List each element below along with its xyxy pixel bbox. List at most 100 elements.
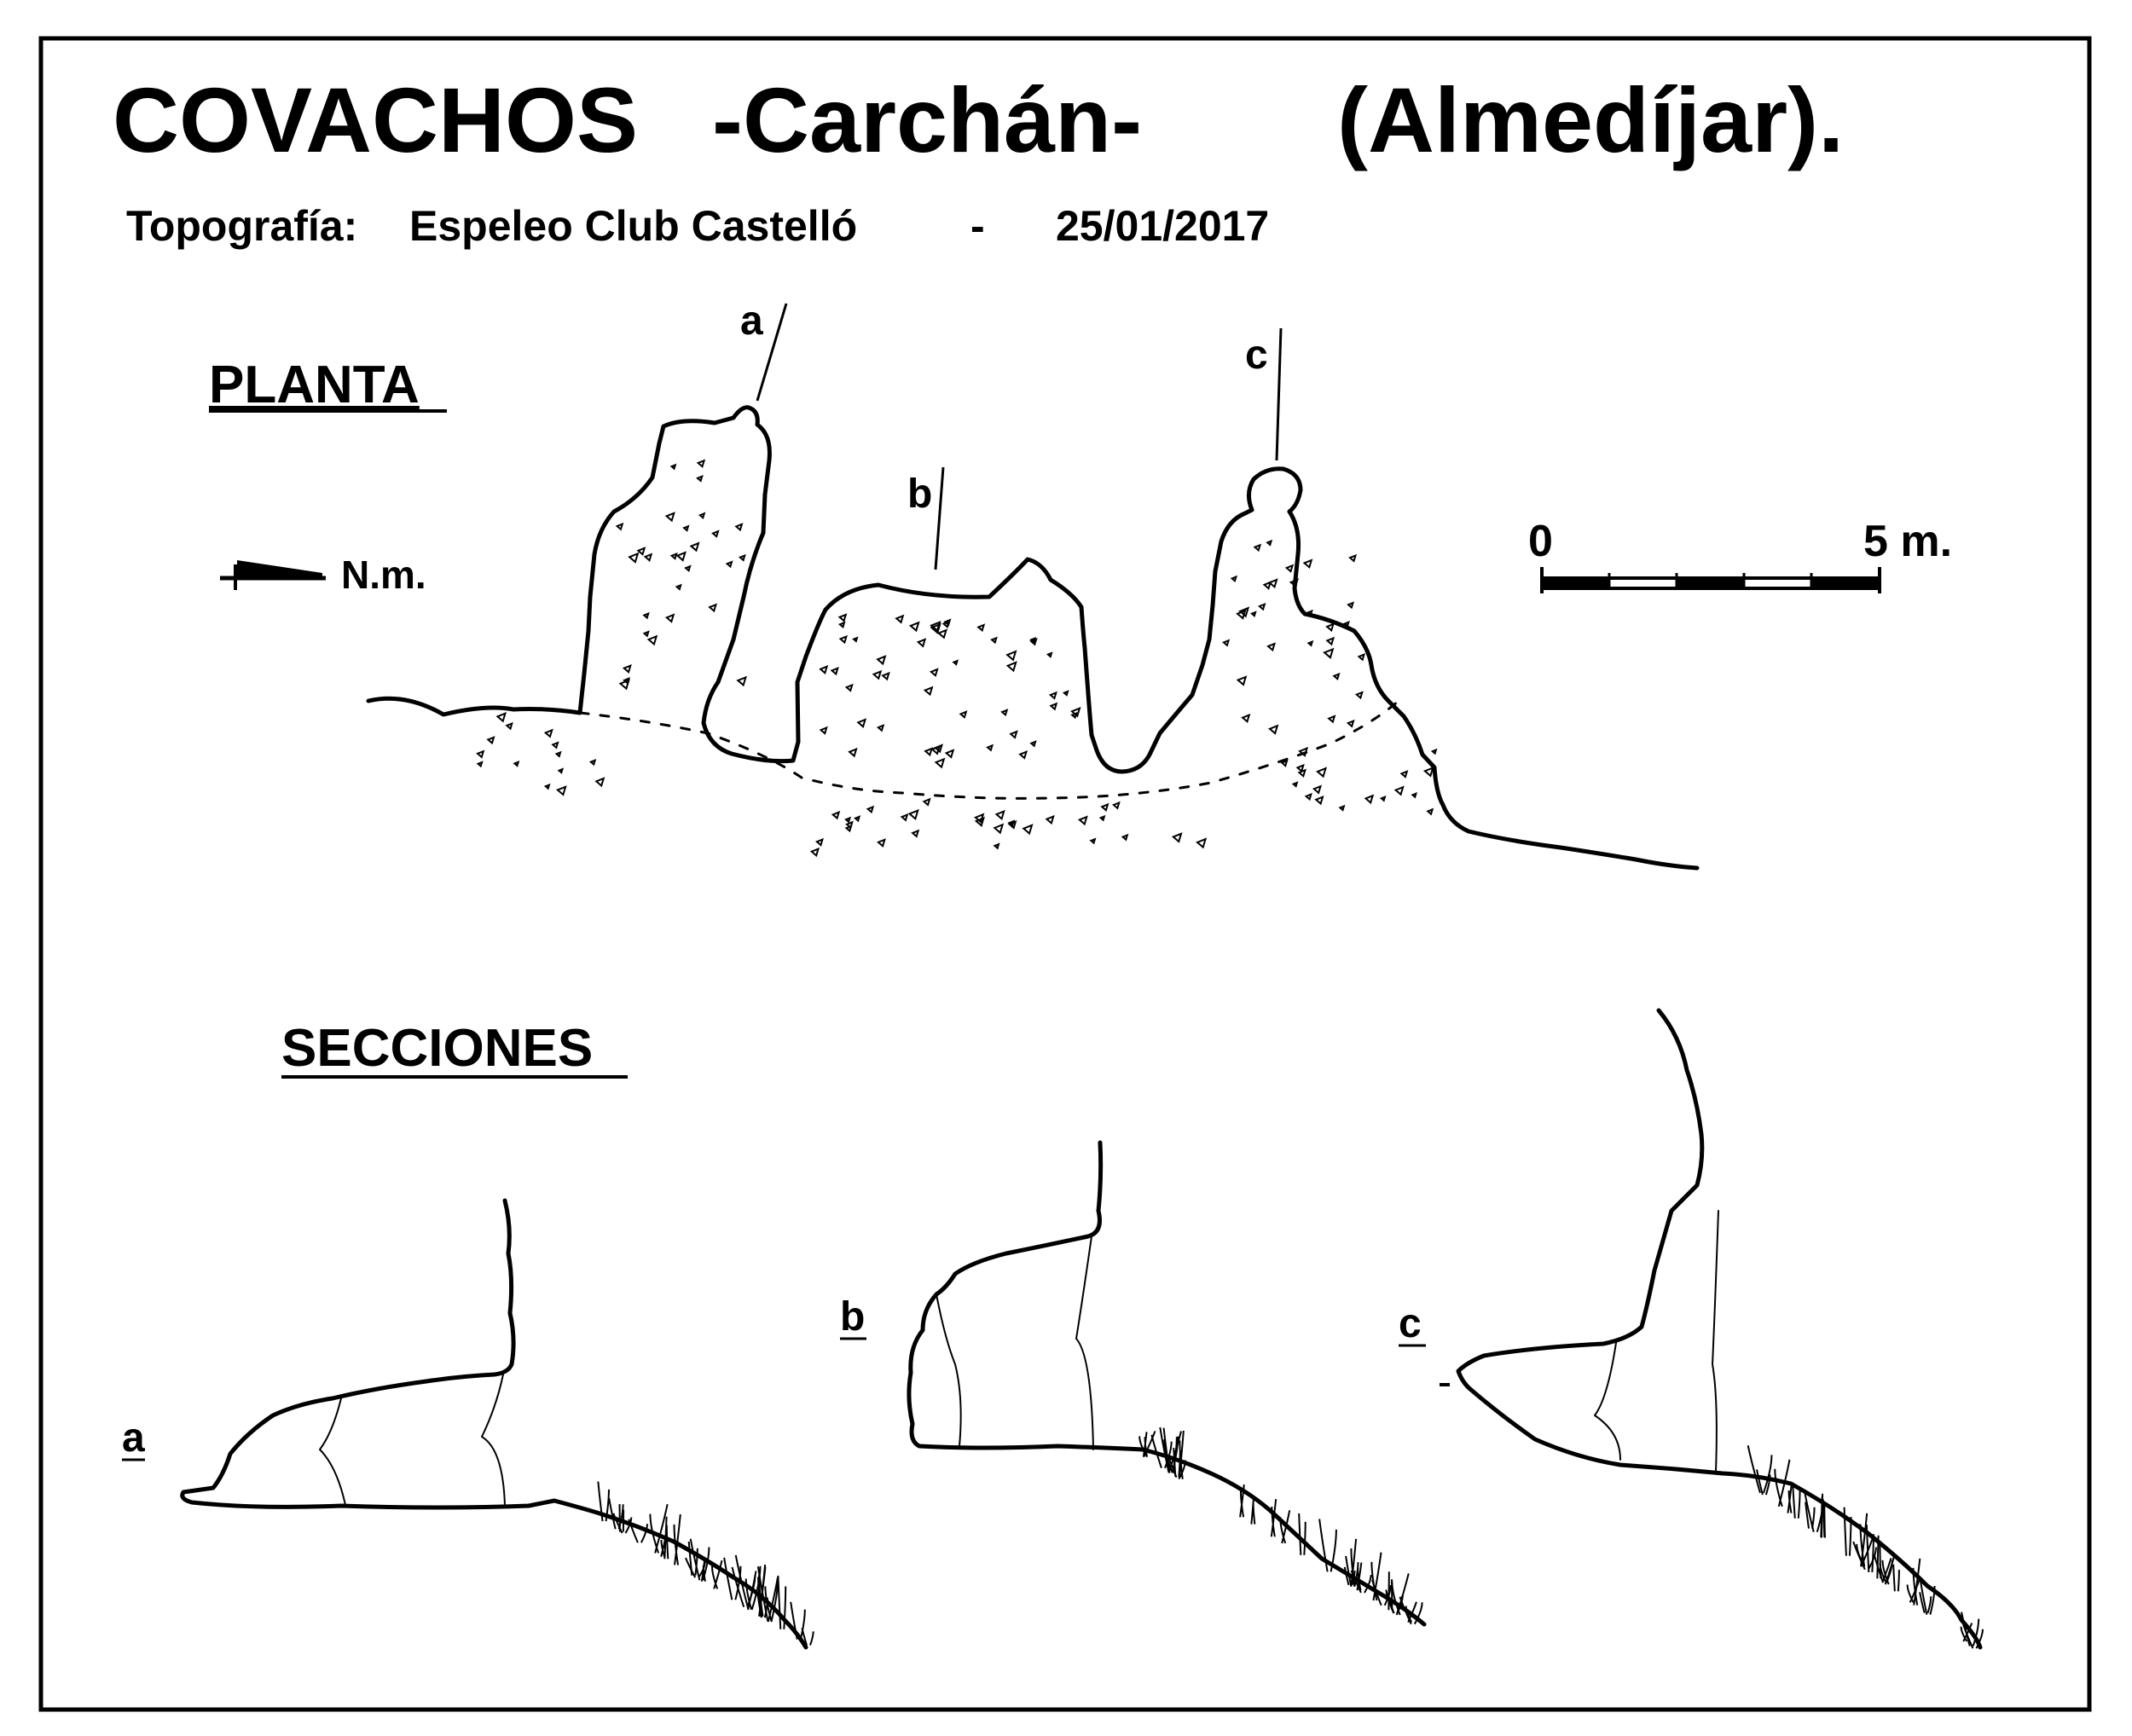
grass-tuft <box>1787 1484 1793 1513</box>
rubble-mark <box>876 724 885 732</box>
rubble-mark <box>696 459 706 468</box>
grass-tuft <box>649 1503 669 1554</box>
rubble-mark <box>1062 690 1069 697</box>
rubble-mark <box>1364 794 1375 805</box>
rubble-mark <box>486 736 495 745</box>
rubble-mark <box>895 614 905 624</box>
section-c-label: c <box>1399 1301 1422 1346</box>
rubble-mark <box>1332 672 1341 680</box>
section-mark-c: c <box>1245 333 1268 378</box>
rubble-mark <box>646 634 658 646</box>
rubble-mark <box>684 564 692 572</box>
grass-tuft <box>764 1577 779 1623</box>
subtitle-separator: - <box>970 202 985 250</box>
grass-tuft <box>1399 1596 1423 1625</box>
grass-tuft <box>711 1560 723 1589</box>
grass-tuft <box>1239 1484 1245 1518</box>
rubble-mark <box>854 815 861 823</box>
rubble-mark <box>845 820 854 830</box>
rubble-mark <box>1306 609 1313 616</box>
rubble-mark <box>513 760 520 767</box>
section-mark-a: a <box>740 298 763 344</box>
grass-tuft <box>1405 1601 1417 1623</box>
rubble-mark <box>1399 770 1409 778</box>
rubble-mark <box>736 675 747 687</box>
rubble-mark <box>876 655 887 666</box>
rubble-mark <box>907 808 919 821</box>
rubble-mark <box>1049 702 1058 711</box>
grass-tuft <box>1270 1499 1277 1537</box>
grass-tuft <box>687 1541 698 1576</box>
rubble-mark <box>908 621 920 633</box>
grass-tuft <box>723 1557 742 1600</box>
grass-tuft <box>1960 1623 1973 1642</box>
rubble-mark <box>1312 784 1323 795</box>
rubble-mark <box>1236 675 1248 686</box>
rubble-mark <box>622 663 632 674</box>
rubble-mark <box>557 767 565 774</box>
rubble-mark <box>1253 543 1262 553</box>
section-cut-a <box>756 303 788 402</box>
rubble-mark <box>643 553 653 562</box>
title-main: COVACHOS <box>113 68 638 171</box>
rubble-mark <box>1018 750 1028 760</box>
rubble-mark <box>1325 622 1335 633</box>
section-cut-c <box>1275 327 1283 461</box>
rubble-mark <box>1111 801 1121 810</box>
grass-tuft <box>1343 1566 1356 1586</box>
cave-plan-outline <box>366 405 1700 871</box>
rubble-mark <box>1005 650 1017 662</box>
grass-tuft <box>1919 1578 1936 1615</box>
grass-tuft <box>1371 1579 1392 1606</box>
grass-tuft <box>777 1575 787 1629</box>
rubble-mark <box>696 474 704 483</box>
rubble-mark <box>1304 792 1312 801</box>
rubble-mark <box>1430 748 1438 755</box>
rubble-mark <box>588 758 597 767</box>
rubble-mark <box>986 744 994 752</box>
rubble-mark <box>1314 795 1324 806</box>
grass-tuft <box>1792 1482 1801 1519</box>
rubble-mark <box>924 747 934 757</box>
section-a-label: a <box>122 1415 145 1461</box>
rubble-mark <box>1346 719 1355 728</box>
rubble-mark <box>669 463 677 471</box>
rubble-mark <box>976 623 986 633</box>
subtitle-date: 25/01/2017 <box>1056 202 1269 250</box>
section-c-profile <box>1440 1008 1983 1650</box>
rubble-mark <box>1357 653 1366 662</box>
grass-tuft <box>1756 1469 1771 1496</box>
grass-tuft <box>1370 1552 1382 1601</box>
rubble-mark <box>1262 581 1272 590</box>
rubble-mark <box>959 710 968 719</box>
rubble-mark <box>872 669 883 680</box>
rubble-mark <box>930 620 941 633</box>
subtitle-author: Espeleo Club Castelló <box>409 202 857 250</box>
rubble-mark <box>1098 814 1106 822</box>
north-label: N.m. <box>341 553 426 597</box>
rubble-mark <box>1323 647 1335 659</box>
rubble-mark <box>1121 833 1129 842</box>
rubble-mark <box>1338 804 1346 812</box>
rubble-mark <box>1284 564 1295 573</box>
rubble-mark <box>1325 636 1335 646</box>
rubble-mark <box>636 547 646 556</box>
rubble-mark <box>1316 767 1328 778</box>
rubble-mark <box>618 679 630 691</box>
rubble-mark <box>1222 639 1231 647</box>
rubble-mark <box>1426 807 1434 816</box>
rubble-mark <box>1000 709 1009 717</box>
rubble-mark <box>900 813 909 822</box>
rubble-mark <box>505 721 513 731</box>
rubble-mark <box>831 810 841 820</box>
rubble-mark <box>830 667 839 676</box>
subtitle-label: Topografía: <box>126 202 357 250</box>
rubble-mark <box>476 749 485 759</box>
rubble-mark <box>476 761 484 768</box>
grass-tuft <box>1774 1459 1791 1507</box>
rubble-mark <box>922 797 931 807</box>
rubble-mark <box>543 783 551 790</box>
rubble-mark <box>664 512 675 523</box>
rubble-mark <box>554 750 562 758</box>
rubble-mark <box>1007 819 1017 830</box>
